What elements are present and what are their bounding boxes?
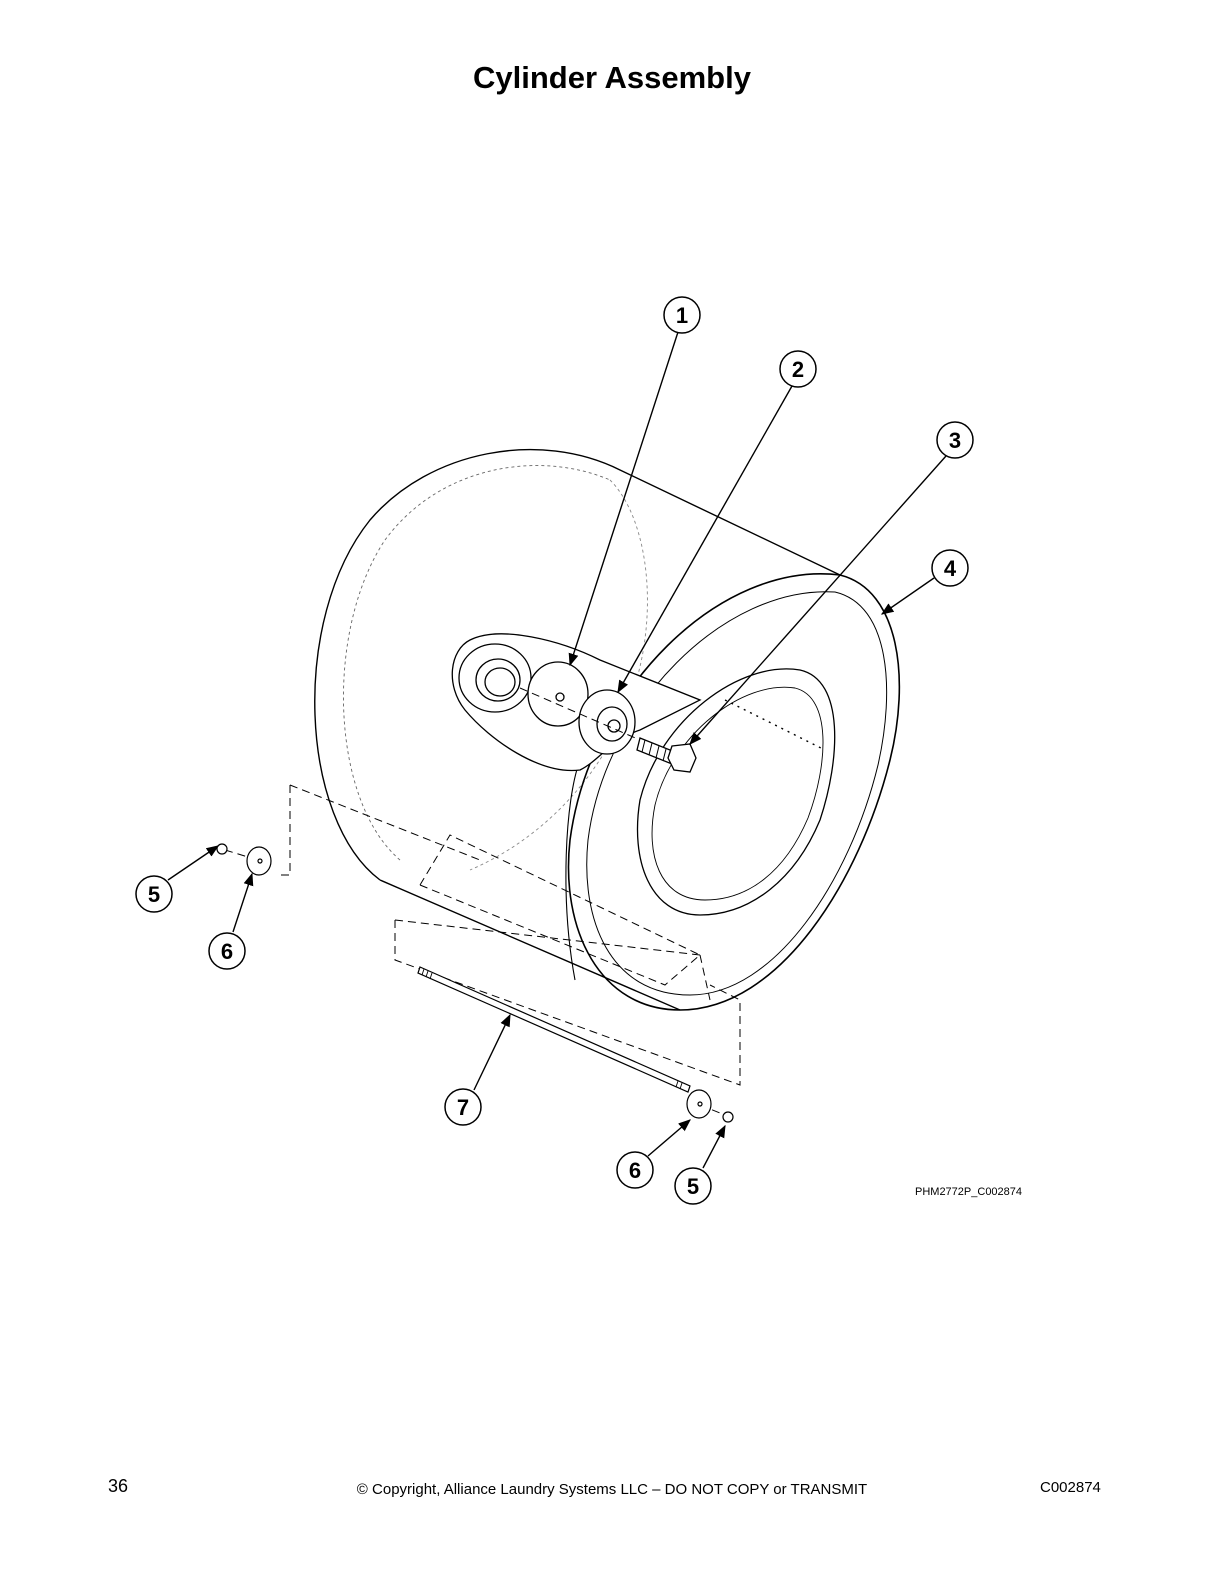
callout-6-left: 6 xyxy=(208,932,246,970)
svg-text:6: 6 xyxy=(629,1158,641,1183)
cylinder-drum xyxy=(314,448,901,1011)
drum-bottom-edge xyxy=(379,879,681,1011)
part-1-spacer xyxy=(527,661,589,727)
svg-text:5: 5 xyxy=(687,1174,699,1199)
page-title: Cylinder Assembly xyxy=(473,60,751,95)
page-number: 36 xyxy=(108,1476,129,1496)
callout-4: 4 xyxy=(931,549,969,587)
svg-text:5: 5 xyxy=(148,882,160,907)
part-7-rod xyxy=(417,966,691,1093)
part-6-washer-right xyxy=(686,1089,712,1119)
document-code: C002874 xyxy=(1040,1479,1101,1496)
callout-2: 2 xyxy=(779,350,817,388)
leader-lines xyxy=(167,331,947,1169)
part-5-nut-right xyxy=(722,1111,734,1123)
svg-text:4: 4 xyxy=(944,556,957,581)
svg-text:2: 2 xyxy=(792,357,804,382)
part-6-washer-left xyxy=(246,846,272,876)
drum-back-rim xyxy=(314,448,841,881)
part-5-nut-left xyxy=(216,843,228,855)
copyright-notice: © Copyright, Alliance Laundry Systems LL… xyxy=(356,1481,868,1498)
drum-opening xyxy=(636,668,836,916)
part-2-bushing xyxy=(578,689,636,755)
callout-7: 7 xyxy=(444,1088,482,1126)
svg-text:6: 6 xyxy=(221,939,233,964)
svg-text:3: 3 xyxy=(949,428,961,453)
callout-3: 3 xyxy=(936,421,974,459)
drum-front-rim xyxy=(567,573,901,1011)
svg-text:7: 7 xyxy=(457,1095,469,1120)
callout-6-right: 6 xyxy=(616,1151,654,1189)
callout-1: 1 xyxy=(663,296,701,334)
callout-5-left: 5 xyxy=(135,875,173,913)
svg-text:1: 1 xyxy=(676,303,688,328)
rod-dashed-box xyxy=(224,784,741,1116)
drawing-id: PHM2772P_C002874 xyxy=(915,1186,1023,1198)
callout-5-right: 5 xyxy=(674,1167,712,1205)
